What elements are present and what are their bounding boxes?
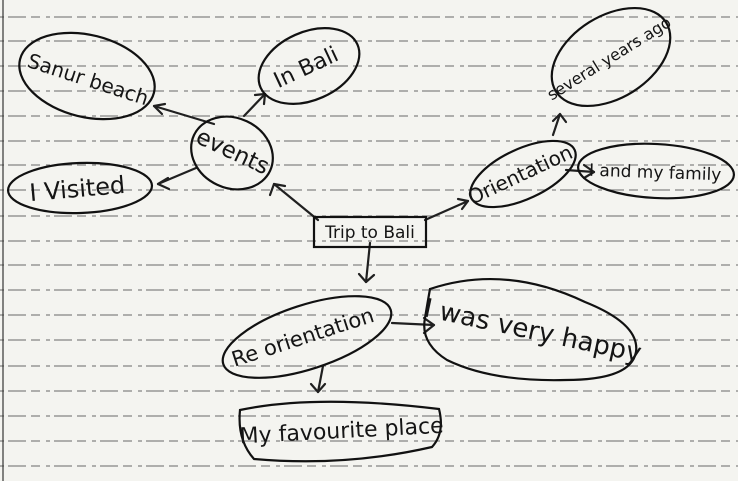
connector-orientation-family — [564, 168, 596, 174]
connector-reorientation-happy — [390, 321, 436, 327]
visited-label: I Visited — [28, 171, 126, 207]
center-box — [312, 215, 428, 249]
arrowhead-visited — [156, 176, 171, 191]
favourite-node: My favourite place — [238, 400, 444, 463]
family-outline — [576, 142, 736, 200]
in-bali-outline — [257, 27, 361, 105]
connector-center-reorientation — [364, 241, 372, 284]
arrowhead-events — [268, 182, 287, 197]
reorientation-outline — [221, 295, 393, 379]
happy-node: I was very happy — [421, 277, 644, 382]
arrowhead-sanur — [152, 102, 167, 116]
arrowhead-inbali — [253, 92, 267, 106]
connector-events-sanur — [152, 104, 216, 126]
connector-events-inbali — [242, 92, 267, 118]
orientation-outline — [469, 139, 577, 209]
connector-orientation-several — [551, 112, 562, 137]
connector-center-events — [272, 182, 320, 222]
arrowhead-family — [582, 163, 596, 180]
family-node: I and my family — [576, 142, 736, 200]
arrowhead-favourite — [309, 382, 327, 394]
in-bali-label: In Bali — [270, 42, 342, 93]
favourite-label: My favourite place — [239, 414, 444, 450]
visited-node: I Visited — [6, 161, 154, 215]
favourite-outline — [238, 400, 442, 463]
connector-reorientation-favourite — [316, 364, 325, 394]
several-years-outline — [550, 6, 672, 108]
connector-center-orientation — [423, 199, 470, 222]
arrowhead-reorientation — [357, 272, 376, 284]
center-label: Trip to Bali — [324, 223, 415, 243]
reorientation-label: Re orientation — [229, 303, 377, 372]
happy-outline — [423, 277, 638, 382]
family-label: I and my family — [589, 161, 722, 186]
several-years-node: several years ago — [544, 6, 675, 108]
several-years-label: several years ago — [544, 13, 675, 105]
arrowhead-orientation — [456, 197, 470, 211]
sanur-outline — [18, 31, 156, 121]
reorientation-node: Re orientation — [221, 295, 393, 379]
arrowhead-several — [551, 112, 568, 124]
visited-outline — [6, 161, 154, 215]
happy-label: I was very happy — [421, 293, 644, 368]
center-node: Trip to Bali — [312, 215, 428, 249]
events-outline — [190, 115, 274, 191]
